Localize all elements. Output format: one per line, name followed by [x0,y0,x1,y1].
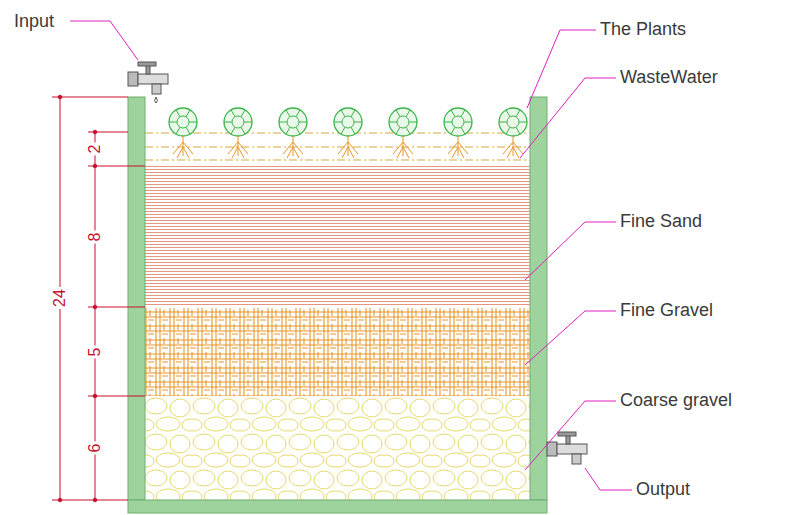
dimension-number: 2 [86,143,104,156]
input-label: Input [14,12,54,32]
output-label: Output [636,480,690,500]
fine-sand-layer [145,166,530,306]
wastewater-label: WasteWater [620,68,718,88]
fine-gravel-label: Fine Gravel [620,301,713,321]
input-faucet [128,62,168,103]
dimension-number: 5 [86,346,104,359]
tank-walls [128,97,547,513]
dimension-number: 8 [86,231,104,244]
dimension-lines [52,95,145,502]
output-faucet [547,432,587,464]
coarse-gravel-layer [145,396,530,500]
wastewater-lines [145,133,530,160]
coarse-gravel-label: Coarse gravel [620,391,732,411]
leader-lines [70,21,632,490]
fine-sand-label: Fine Sand [620,212,702,232]
plants [169,108,527,158]
dimension-number: 6 [86,442,104,455]
fine-gravel-layer [145,308,530,396]
dimension-number: 24 [51,287,69,309]
plants-label: The Plants [600,20,686,40]
